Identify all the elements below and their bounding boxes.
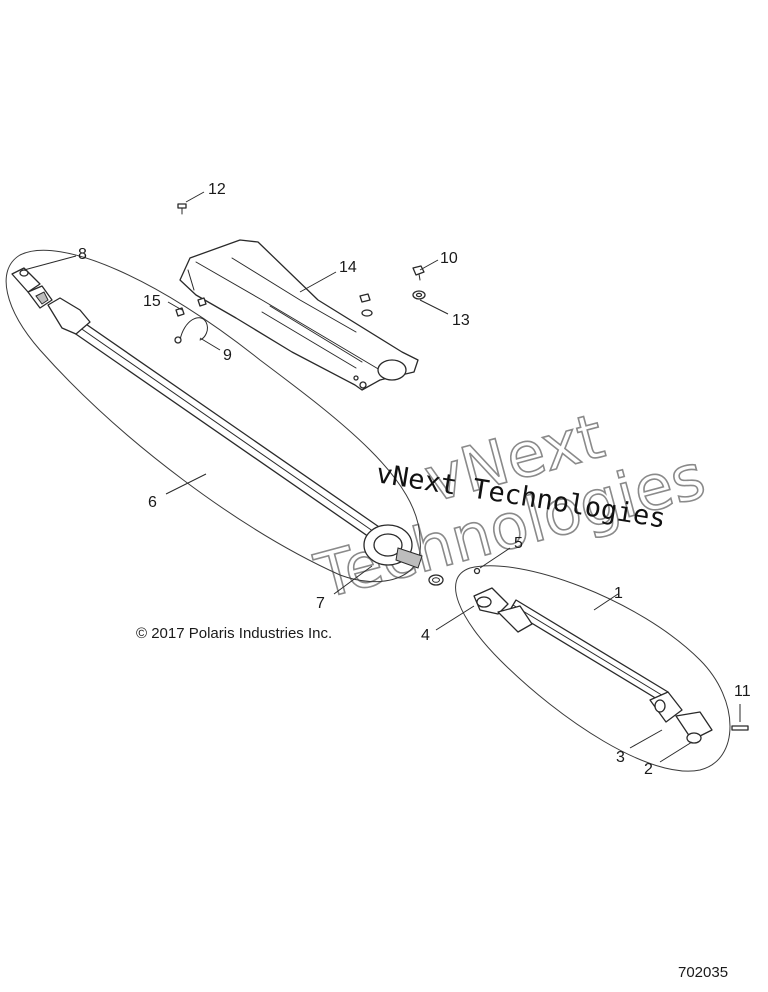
- callout-10: 10: [440, 250, 458, 267]
- callout-3: 3: [616, 749, 625, 766]
- clamp-9: [174, 317, 208, 344]
- bolt-10: [412, 265, 425, 281]
- washer-13: [412, 290, 426, 300]
- rear-prop-shaft: [473, 567, 713, 744]
- copyright-notice: © 2017 Polaris Industries Inc.: [136, 625, 332, 642]
- callout-4: 4: [421, 627, 430, 644]
- pin-11: [731, 725, 749, 731]
- callout-12: 12: [208, 181, 226, 198]
- bolt-cover-mount: [359, 293, 373, 317]
- callout-8: 8: [78, 246, 87, 263]
- callout-2: 2: [644, 761, 653, 778]
- callout-11: 11: [734, 683, 751, 700]
- tunnel-cover: [179, 239, 419, 391]
- drawing-number: 702035: [678, 964, 728, 981]
- callouts: 1 2 3 4 5 6 7 8 9 10 11 12 13 14 15: [78, 181, 751, 778]
- callout-13: 13: [452, 312, 470, 329]
- callout-6: 6: [148, 494, 157, 511]
- o-ring: [428, 574, 444, 586]
- fastener-15: [175, 297, 207, 317]
- bolt-12: [177, 203, 187, 215]
- callout-15: 15: [143, 293, 161, 310]
- leader-lines: [23, 191, 741, 763]
- callout-5: 5: [514, 535, 523, 552]
- group-outline-front-shaft: [5, 249, 421, 582]
- callout-9: 9: [223, 347, 232, 364]
- callout-7: 7: [316, 595, 325, 612]
- callout-1: 1: [614, 585, 623, 602]
- group-outline-rear-shaft: [455, 565, 731, 772]
- callout-14: 14: [339, 259, 357, 276]
- front-prop-shaft: [11, 267, 423, 569]
